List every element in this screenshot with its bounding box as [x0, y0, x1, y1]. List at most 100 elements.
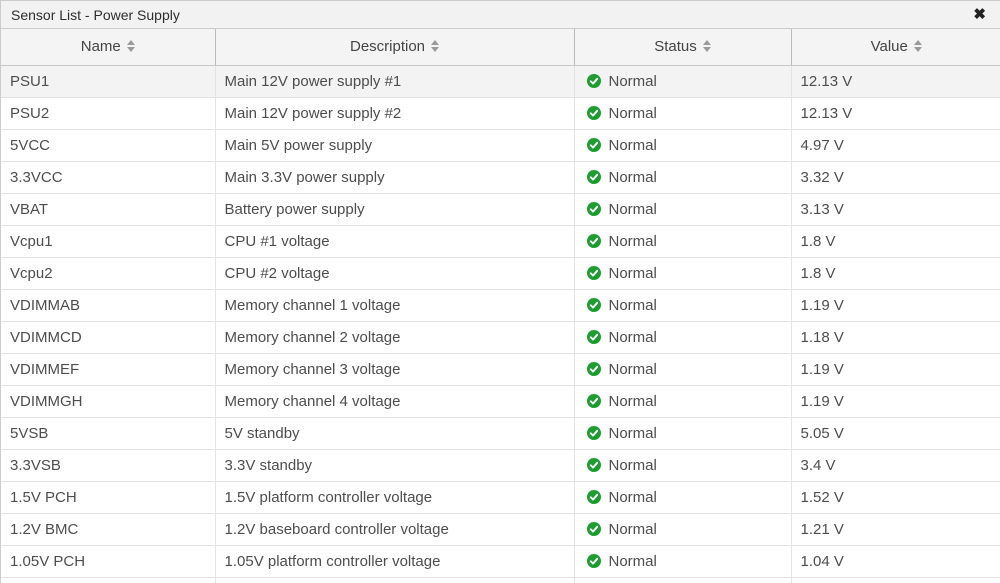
empty-cell [791, 577, 1000, 583]
status-label: Normal [608, 232, 657, 250]
status-label: Normal [608, 104, 657, 122]
sort-icon [126, 40, 135, 53]
sensor-description: Main 5V power supply [215, 129, 575, 162]
status-label: Normal [608, 520, 657, 538]
sensor-description: 1.05V platform controller voltage [215, 545, 575, 578]
sort-icon [702, 40, 711, 53]
sensor-description: Memory channel 4 voltage [215, 385, 575, 418]
sensor-status: Normal [574, 417, 792, 450]
sensor-value: 1.18 V [791, 321, 1000, 354]
sensor-status: Normal [574, 193, 792, 226]
status-ok-icon [586, 457, 601, 472]
sensor-name: VBAT [1, 193, 216, 226]
status-label: Normal [608, 264, 657, 282]
sensor-name: 1.05V PCH [1, 545, 216, 578]
sensor-name: 1.5V PCH [1, 481, 216, 514]
table-row-partial [1, 577, 1000, 583]
table-row[interactable]: 5VCC Main 5V power supply Normal 4.97 V [1, 129, 1000, 162]
sensor-value: 12.13 V [791, 97, 1000, 130]
sensor-name: Vcpu2 [1, 257, 216, 290]
table-row[interactable]: 1.2V BMC 1.2V baseboard controller volta… [1, 513, 1000, 546]
status-ok-icon [586, 361, 601, 376]
sensor-value: 5.05 V [791, 417, 1000, 450]
status-label: Normal [608, 552, 657, 570]
table-row[interactable]: VDIMMEF Memory channel 3 voltage Normal … [1, 353, 1000, 386]
sensor-name: VDIMMGH [1, 385, 216, 418]
empty-cell [1, 577, 216, 583]
status-ok-icon [586, 73, 601, 88]
sensor-value: 4.97 V [791, 129, 1000, 162]
status-label: Normal [608, 328, 657, 346]
status-label: Normal [608, 72, 657, 90]
empty-cell [574, 577, 792, 583]
status-label: Normal [608, 488, 657, 506]
sensor-status: Normal [574, 289, 792, 322]
table-row[interactable]: 1.05V PCH 1.05V platform controller volt… [1, 545, 1000, 578]
sensor-value: 1.19 V [791, 289, 1000, 322]
sensor-description: 5V standby [215, 417, 575, 450]
status-label: Normal [608, 168, 657, 186]
sensor-status: Normal [574, 449, 792, 482]
sensor-status: Normal [574, 65, 792, 98]
status-ok-icon [586, 201, 601, 216]
table-row[interactable]: Vcpu2 CPU #2 voltage Normal 1.8 V [1, 257, 1000, 290]
table-row[interactable]: 3.3VCC Main 3.3V power supply Normal 3.3… [1, 161, 1000, 194]
table-row[interactable]: Vcpu1 CPU #1 voltage Normal 1.8 V [1, 225, 1000, 258]
table-row[interactable]: PSU2 Main 12V power supply #2 Normal 12.… [1, 97, 1000, 130]
sensor-description: 1.5V platform controller voltage [215, 481, 575, 514]
table-row[interactable]: VDIMMCD Memory channel 2 voltage Normal … [1, 321, 1000, 354]
sensor-status: Normal [574, 161, 792, 194]
status-ok-icon [586, 265, 601, 280]
status-ok-icon [586, 233, 601, 248]
status-ok-icon [586, 425, 601, 440]
sensor-description: 1.2V baseboard controller voltage [215, 513, 575, 546]
table-row[interactable]: VDIMMAB Memory channel 1 voltage Normal … [1, 289, 1000, 322]
status-ok-icon [586, 169, 601, 184]
status-label: Normal [608, 456, 657, 474]
sensor-description: Battery power supply [215, 193, 575, 226]
column-header-description[interactable]: Description [215, 29, 575, 66]
column-header-status[interactable]: Status [574, 29, 792, 66]
sensor-name: PSU1 [1, 65, 216, 98]
table-row[interactable]: PSU1 Main 12V power supply #1 Normal 12.… [1, 65, 1000, 98]
sensor-value: 1.8 V [791, 225, 1000, 258]
status-ok-icon [586, 137, 601, 152]
table-row[interactable]: 1.5V PCH 1.5V platform controller voltag… [1, 481, 1000, 514]
status-ok-icon [586, 553, 601, 568]
column-header-name[interactable]: Name [1, 29, 216, 66]
status-label: Normal [608, 136, 657, 154]
sensor-name: VDIMMEF [1, 353, 216, 386]
sensor-status: Normal [574, 225, 792, 258]
sensor-description: Memory channel 3 voltage [215, 353, 575, 386]
sensor-status: Normal [574, 129, 792, 162]
sensor-value: 1.19 V [791, 353, 1000, 386]
sensor-status: Normal [574, 513, 792, 546]
close-icon[interactable]: ✖ [973, 6, 986, 23]
sensor-description: Main 12V power supply #1 [215, 65, 575, 98]
table-row[interactable]: 5VSB 5V standby Normal 5.05 V [1, 417, 1000, 450]
sensor-name: 5VCC [1, 129, 216, 162]
sensor-name: VDIMMAB [1, 289, 216, 322]
sensor-value: 3.13 V [791, 193, 1000, 226]
panel-title: Sensor List - Power Supply [11, 6, 180, 23]
sensor-name: 1.2V BMC [1, 513, 216, 546]
status-ok-icon [586, 489, 601, 504]
column-header-label: Value [870, 38, 908, 56]
sensor-description: Memory channel 2 voltage [215, 321, 575, 354]
sensor-value: 1.8 V [791, 257, 1000, 290]
status-ok-icon [586, 521, 601, 536]
status-label: Normal [608, 392, 657, 410]
sensor-description: CPU #2 voltage [215, 257, 575, 290]
sort-icon [431, 40, 440, 53]
sensor-name: 5VSB [1, 417, 216, 450]
table-row[interactable]: VDIMMGH Memory channel 4 voltage Normal … [1, 385, 1000, 418]
sensor-description: Main 3.3V power supply [215, 161, 575, 194]
table-row[interactable]: VBAT Battery power supply Normal 3.13 V [1, 193, 1000, 226]
sensor-description: Main 12V power supply #2 [215, 97, 575, 130]
sensor-status: Normal [574, 481, 792, 514]
status-label: Normal [608, 424, 657, 442]
table-row[interactable]: 3.3VSB 3.3V standby Normal 3.4 V [1, 449, 1000, 482]
table-header-row: Name Description Status Value [1, 29, 1000, 66]
sensor-description: 3.3V standby [215, 449, 575, 482]
column-header-value[interactable]: Value [791, 29, 1000, 66]
